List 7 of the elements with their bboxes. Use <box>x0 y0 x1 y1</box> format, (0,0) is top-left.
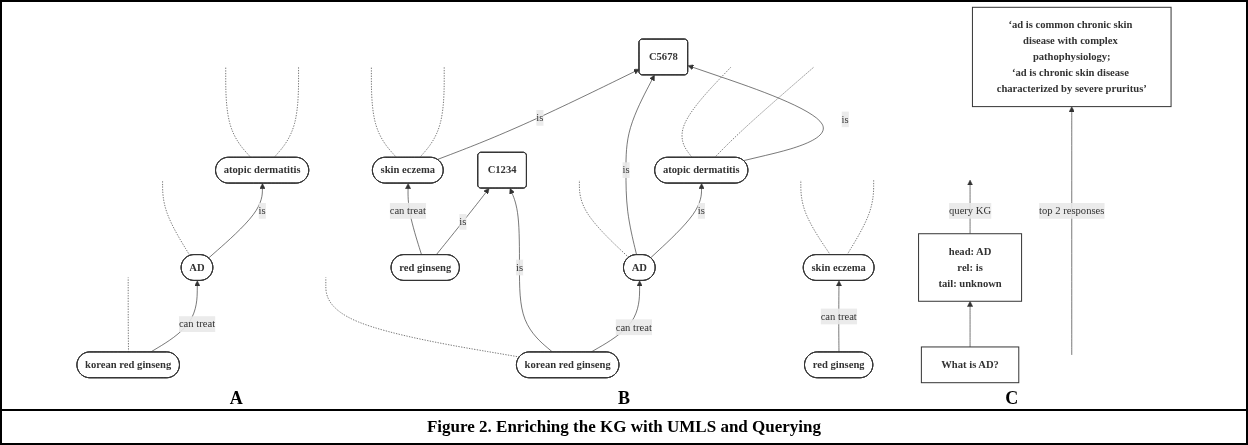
panel-letter: C <box>1005 388 1019 409</box>
node-box: What is AD? <box>920 346 1020 384</box>
panel-letter: A <box>229 388 243 409</box>
node-box: ‘ad is common chronic skin disease with complex pathophysiology; ‘ad is chronic skin disease characterized by severe pruritus’ <box>971 6 1172 108</box>
figure-caption: Figure 2. Enriching the KG with UMLS and Querying <box>2 409 1246 443</box>
panel-letter: B <box>618 388 630 409</box>
node-box: head: AD rel: is tail: unknown <box>918 233 1023 302</box>
